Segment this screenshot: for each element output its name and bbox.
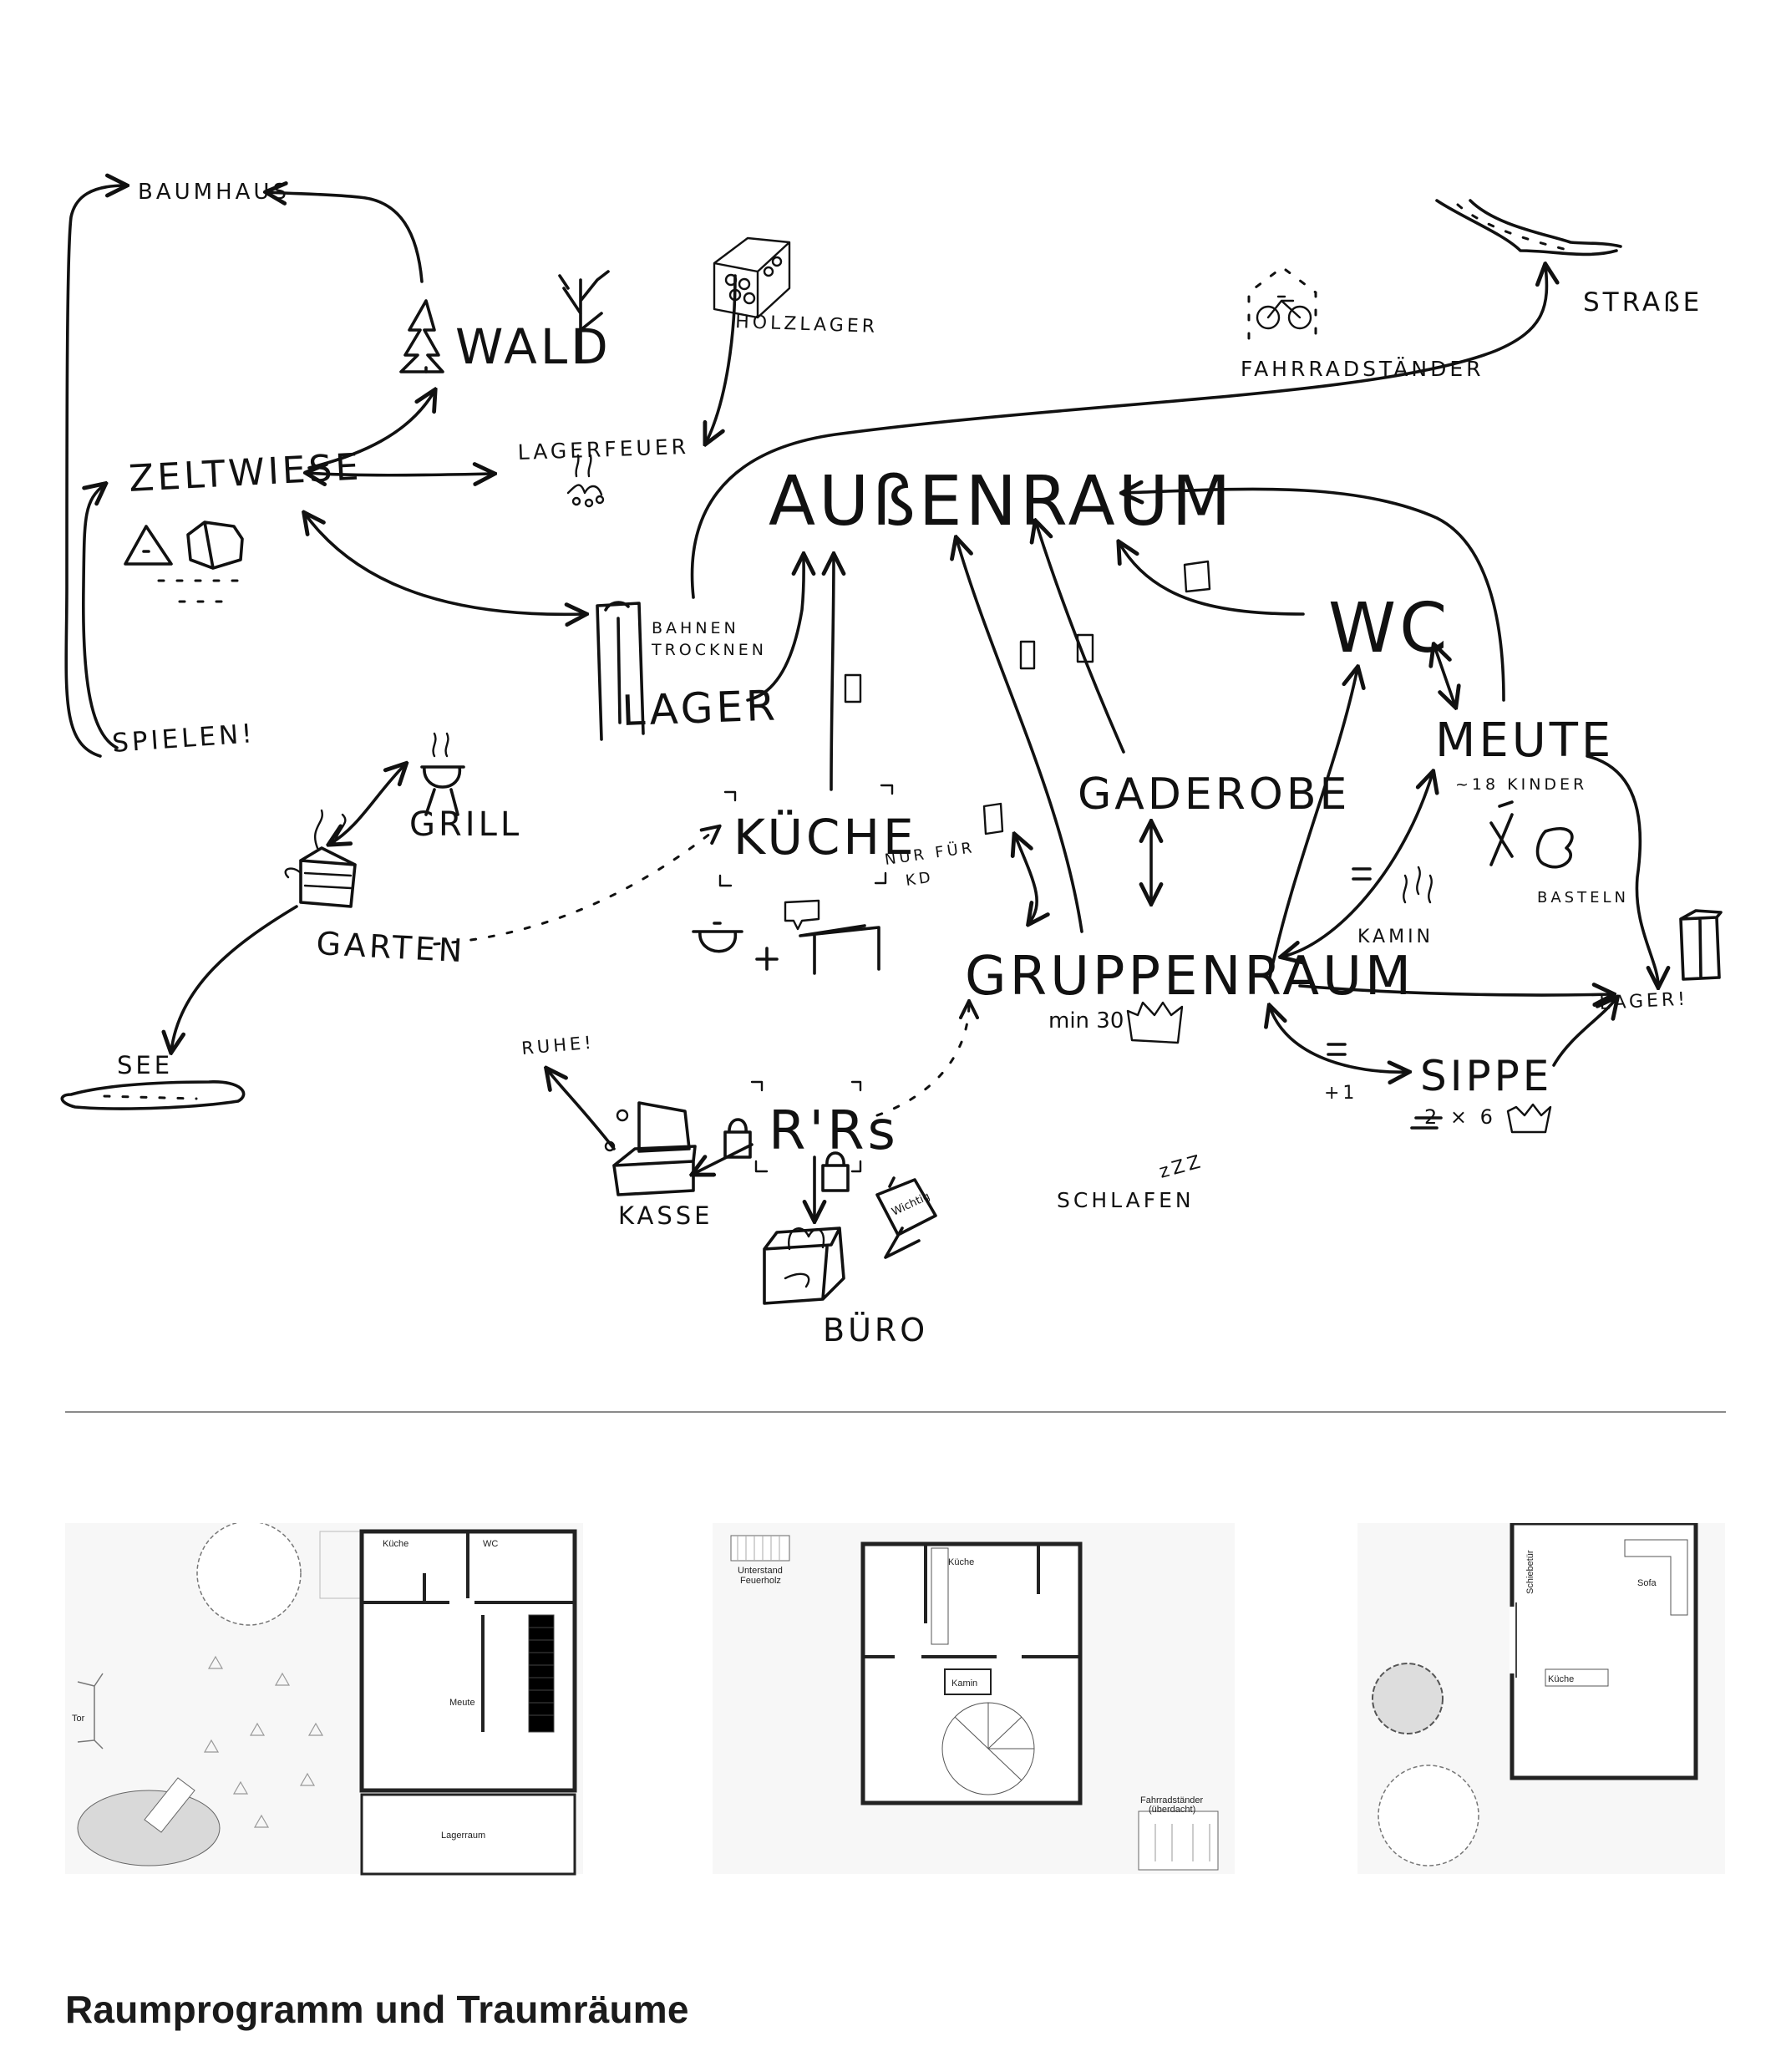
fireplace-waves-icon [1352, 866, 1433, 904]
plan1-tor: Tor [72, 1714, 85, 1724]
woodpile-shelter-icon [730, 1535, 790, 1562]
plan2-ueberdacht: (überdacht) [1149, 1805, 1195, 1815]
bahnen-label: BAHNEN [652, 619, 739, 637]
gaderobe-label: GADEROBE [1078, 769, 1350, 820]
office-box-icon [763, 1226, 845, 1305]
plan2-kueche: Küche [948, 1557, 974, 1567]
woodpile-icon [713, 236, 791, 319]
room-program-sketch: BAUMHAUS WALD HOLZLAGER FAHRRADSTÄNDER S… [60, 0, 1723, 1348]
zeltwiese-label: ZELTWIESE [128, 445, 363, 500]
plan2-feuerholz: Feuerholz [740, 1576, 781, 1586]
note-card-icon [875, 1176, 937, 1259]
wichtig-label: Wichtig [890, 1191, 931, 1219]
plan1-wc: WC [483, 1539, 498, 1549]
caption: Raumprogramm und Traumräume [65, 1988, 689, 2031]
wc-label: WC [1328, 589, 1450, 668]
tree-icon [399, 299, 444, 373]
bike-shelter-icon [1247, 266, 1317, 340]
rrs-label: R'Rs [769, 1100, 899, 1162]
firepit-icon [1372, 1663, 1444, 1734]
gruppenraum-label: GRUPPENRAUM [965, 946, 1414, 1008]
tree-canopy-icon [1378, 1765, 1479, 1866]
cash-box-icon [604, 1101, 697, 1196]
sippe-sub-label: 2 × 6 [1424, 1105, 1496, 1129]
grill-label: GRILL [409, 805, 522, 844]
lagerfeuer-label: LAGERFEUER [517, 434, 689, 465]
crafts-icons [1489, 800, 1574, 869]
plan3-kueche: Küche [1548, 1674, 1574, 1684]
bare-tree-icon [558, 270, 610, 361]
plan1-kueche: Küche [383, 1539, 408, 1549]
plan3-schiebetuer: Schiebetür [1525, 1550, 1535, 1594]
ruhe-label: RUHE! [520, 1032, 595, 1059]
plan1-meute: Meute [449, 1698, 475, 1708]
wardrobe-icon [1679, 909, 1723, 981]
kd-label: KD [905, 868, 935, 889]
spielen-label: SPIELEN! [111, 719, 256, 759]
fireplace-icon [944, 1668, 992, 1695]
zzz-label: zZZ [1157, 1151, 1205, 1183]
baumhaus-label: BAUMHAUS [138, 180, 290, 205]
trocknen-label: TROCKNEN [651, 641, 767, 659]
kasse-label: KASSE [618, 1201, 713, 1230]
plan3-sofa: Sofa [1637, 1578, 1657, 1588]
buero-label: BÜRO [823, 1312, 928, 1348]
gruppenraum-sub-label: min 30 [1048, 1008, 1124, 1033]
sippe-label: SIPPE [1420, 1052, 1552, 1100]
kueche-label: KÜCHE [733, 809, 917, 866]
pot-and-table-icon [692, 899, 880, 975]
lager-label: LAGER [621, 681, 779, 735]
schlafen-label: SCHLAFEN [1057, 1188, 1195, 1212]
star-plants [203, 1655, 324, 1828]
campfire-icon [566, 454, 605, 508]
meute-sub-label: ~18 KINDER [1455, 775, 1587, 794]
lock-icons [723, 1118, 850, 1192]
grill-icon [420, 732, 465, 816]
see-label: SEE [117, 1051, 173, 1079]
holzlager-label: HOLZLAGER [735, 312, 879, 338]
pond-icon [77, 1790, 221, 1866]
floor-plan-3: Schiebetür Sofa Küche [1357, 1523, 1725, 1882]
floor-plan-1: Küche WC Meute Tor Lagerraum [65, 1523, 583, 1882]
rrs-brackets [718, 784, 894, 1173]
garden-crate-icon [284, 809, 357, 908]
garten-label: GARTEN [316, 925, 467, 969]
aussenraum-label: AUßENRAUM [769, 462, 1234, 541]
road-icon [1435, 199, 1622, 256]
lake-icon [60, 1080, 246, 1110]
plus-one-label: +1 [1324, 1083, 1357, 1104]
connection-arrows [64, 185, 1658, 1220]
plan2-unterstand: Unterstand [738, 1566, 783, 1576]
spiral-stair-icon [941, 1702, 1035, 1795]
people-group-icon [1126, 1001, 1552, 1134]
section-divider [65, 1411, 1726, 1413]
meute-label: MEUTE [1435, 714, 1614, 768]
lager2-label: LAGER! [1599, 988, 1689, 1014]
floor-plan-2: Unterstand Feuerholz Küche Kamin Fahrrad… [713, 1523, 1235, 1882]
tree-canopy-icon [196, 1523, 302, 1626]
drying-sheets-icon [596, 601, 645, 741]
kamin-label: KAMIN [1357, 927, 1433, 947]
door-icons [844, 560, 1211, 835]
plan2-kamin: Kamin [951, 1678, 977, 1689]
plan1-lagerraum: Lagerraum [441, 1831, 485, 1841]
wald-label: WALD [455, 318, 611, 375]
basteln-label: BASTELN [1537, 889, 1629, 906]
fahrradstaender-label: FAHRRADSTÄNDER [1241, 357, 1484, 381]
tent-icons [124, 521, 244, 603]
strasse-label: STRAßE [1583, 287, 1702, 317]
plan2-fahrrad: Fahrradständer [1140, 1795, 1204, 1805]
